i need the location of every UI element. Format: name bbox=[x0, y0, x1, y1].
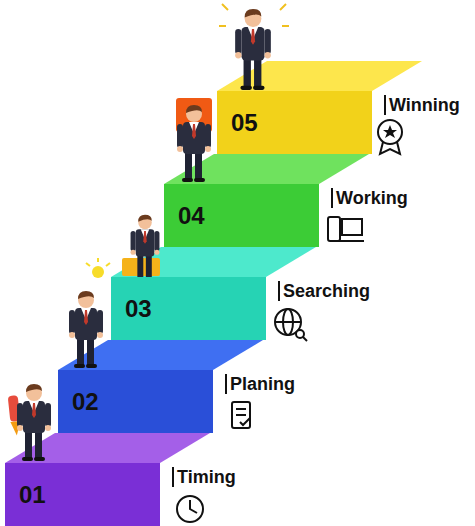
step-number: 05 bbox=[231, 109, 258, 137]
step-label: Searching bbox=[278, 281, 370, 301]
step-number: 01 bbox=[19, 481, 46, 509]
stair-step: 02Planing bbox=[58, 370, 213, 433]
step-number: 02 bbox=[72, 388, 99, 416]
step-label: Planing bbox=[225, 374, 295, 394]
step-label: Working bbox=[331, 188, 408, 208]
stair-step: 05Winning bbox=[217, 91, 372, 154]
stair-step: 01Timing bbox=[5, 463, 160, 526]
step-label: Timing bbox=[172, 467, 236, 487]
stair-step: 04Working bbox=[164, 184, 319, 247]
step-number: 04 bbox=[178, 202, 205, 230]
step-label: Winning bbox=[384, 95, 460, 115]
step-number: 03 bbox=[125, 295, 152, 323]
stair-step: 03Searching bbox=[111, 277, 266, 340]
